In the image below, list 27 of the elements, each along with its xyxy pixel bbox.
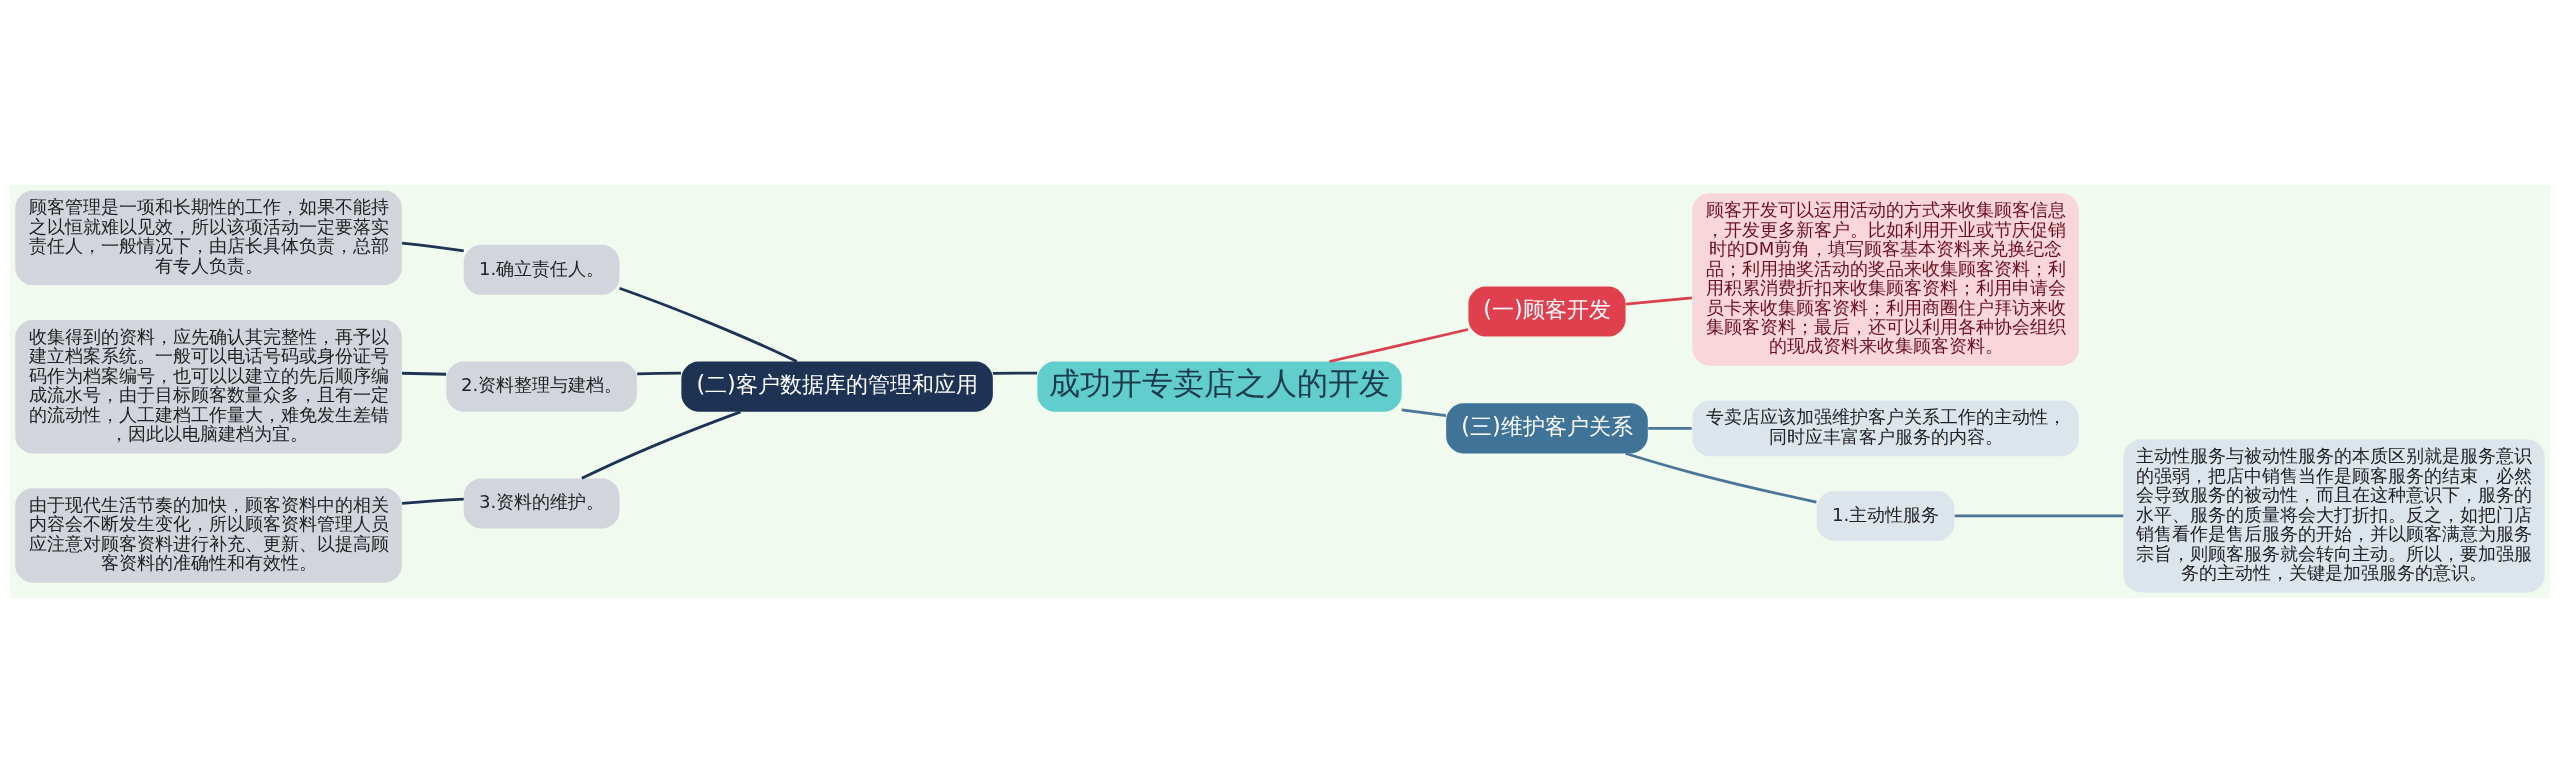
connector — [1954, 514, 2124, 517]
node-box: (一)顾客开发 — [1468, 286, 1626, 337]
connector — [1329, 327, 1469, 363]
connector — [401, 497, 464, 505]
connector — [1401, 408, 1447, 417]
node-box: 3.资料的维护。 — [463, 477, 620, 528]
connector — [1648, 426, 1692, 430]
node-box: (三)维护客户关系 — [1446, 402, 1648, 453]
connector — [581, 410, 741, 480]
node-box: 专卖店应该加强维护客户关系工作的主动性，同时应丰富客户服务的内容。 — [1692, 400, 2079, 456]
node-box: 由于现代生活节奏的加快，顾客资料中的相关内容会不断发生变化，所以顾客资料管理人员应注意对顾客资料进行补充、更新、以提高顾客资料的准确性和有效性。 — [15, 487, 402, 583]
connector — [401, 241, 464, 252]
connector — [1625, 451, 1817, 503]
connector — [402, 371, 447, 376]
node-box: 1.确立责任人。 — [463, 244, 620, 295]
node-box: (二)客户数据库的管理和应用 — [681, 361, 993, 412]
node-box: 顾客开发可以运用活动的方式来收集顾客信息，开发更多新客户。比如利用开业或节庆促销时的DM剪角，填写顾客基本资料来兑换纪念品；利用抽奖活动的奖品来收集顾客资料；利用积累消费折扣来收集顾客资料；利用申请会员卡来收集顾客资料；利用商圈住户拜访来收集顾客资料；最后，还可以利用各种协会组织的现成资料来收集顾客资料。 — [1692, 192, 2079, 366]
node-box: 成功开专卖店之人的开发 — [1037, 361, 1402, 412]
node-box: 收集得到的资料，应先确认其完整性，再予以建立档案系统。一般可以电话号码或身份证号码作为档案编号，也可以以建立的先后顺序编成流水号，由于目标顾客数量众多，且有一定的流动性，人工建档工作量大，难免发生差错，因此以电脑建档为宜。 — [15, 319, 402, 453]
connector — [637, 371, 681, 375]
connector — [992, 371, 1038, 375]
node-box: 2.资料整理与建档。 — [446, 361, 637, 412]
node-box: 1.主动性服务 — [1816, 490, 1955, 541]
connector — [1625, 296, 1692, 306]
node-box: 顾客管理是一项和长期性的工作，如果不能持之以恒就难以见效，所以该项活动一定要落实责任人，一般情况下，由店长具体负责，总部有专人负责。 — [15, 190, 402, 285]
node-box: 主动性服务与被动性服务的本质区别就是服务意识的强弱，把店中销售当作是顾客服务的结束，必然会导致服务的被动性，而且在这种意识下，服务的水平、服务的质量将会大打折扣。反之，如把门店销售看作是售后服务的开始，并以顾客满意为服务宗旨，则顾客服务就会转向主动。所以，要加强服务的主动性，关键是加强服务的意识。 — [2123, 438, 2545, 592]
connector — [619, 286, 798, 363]
